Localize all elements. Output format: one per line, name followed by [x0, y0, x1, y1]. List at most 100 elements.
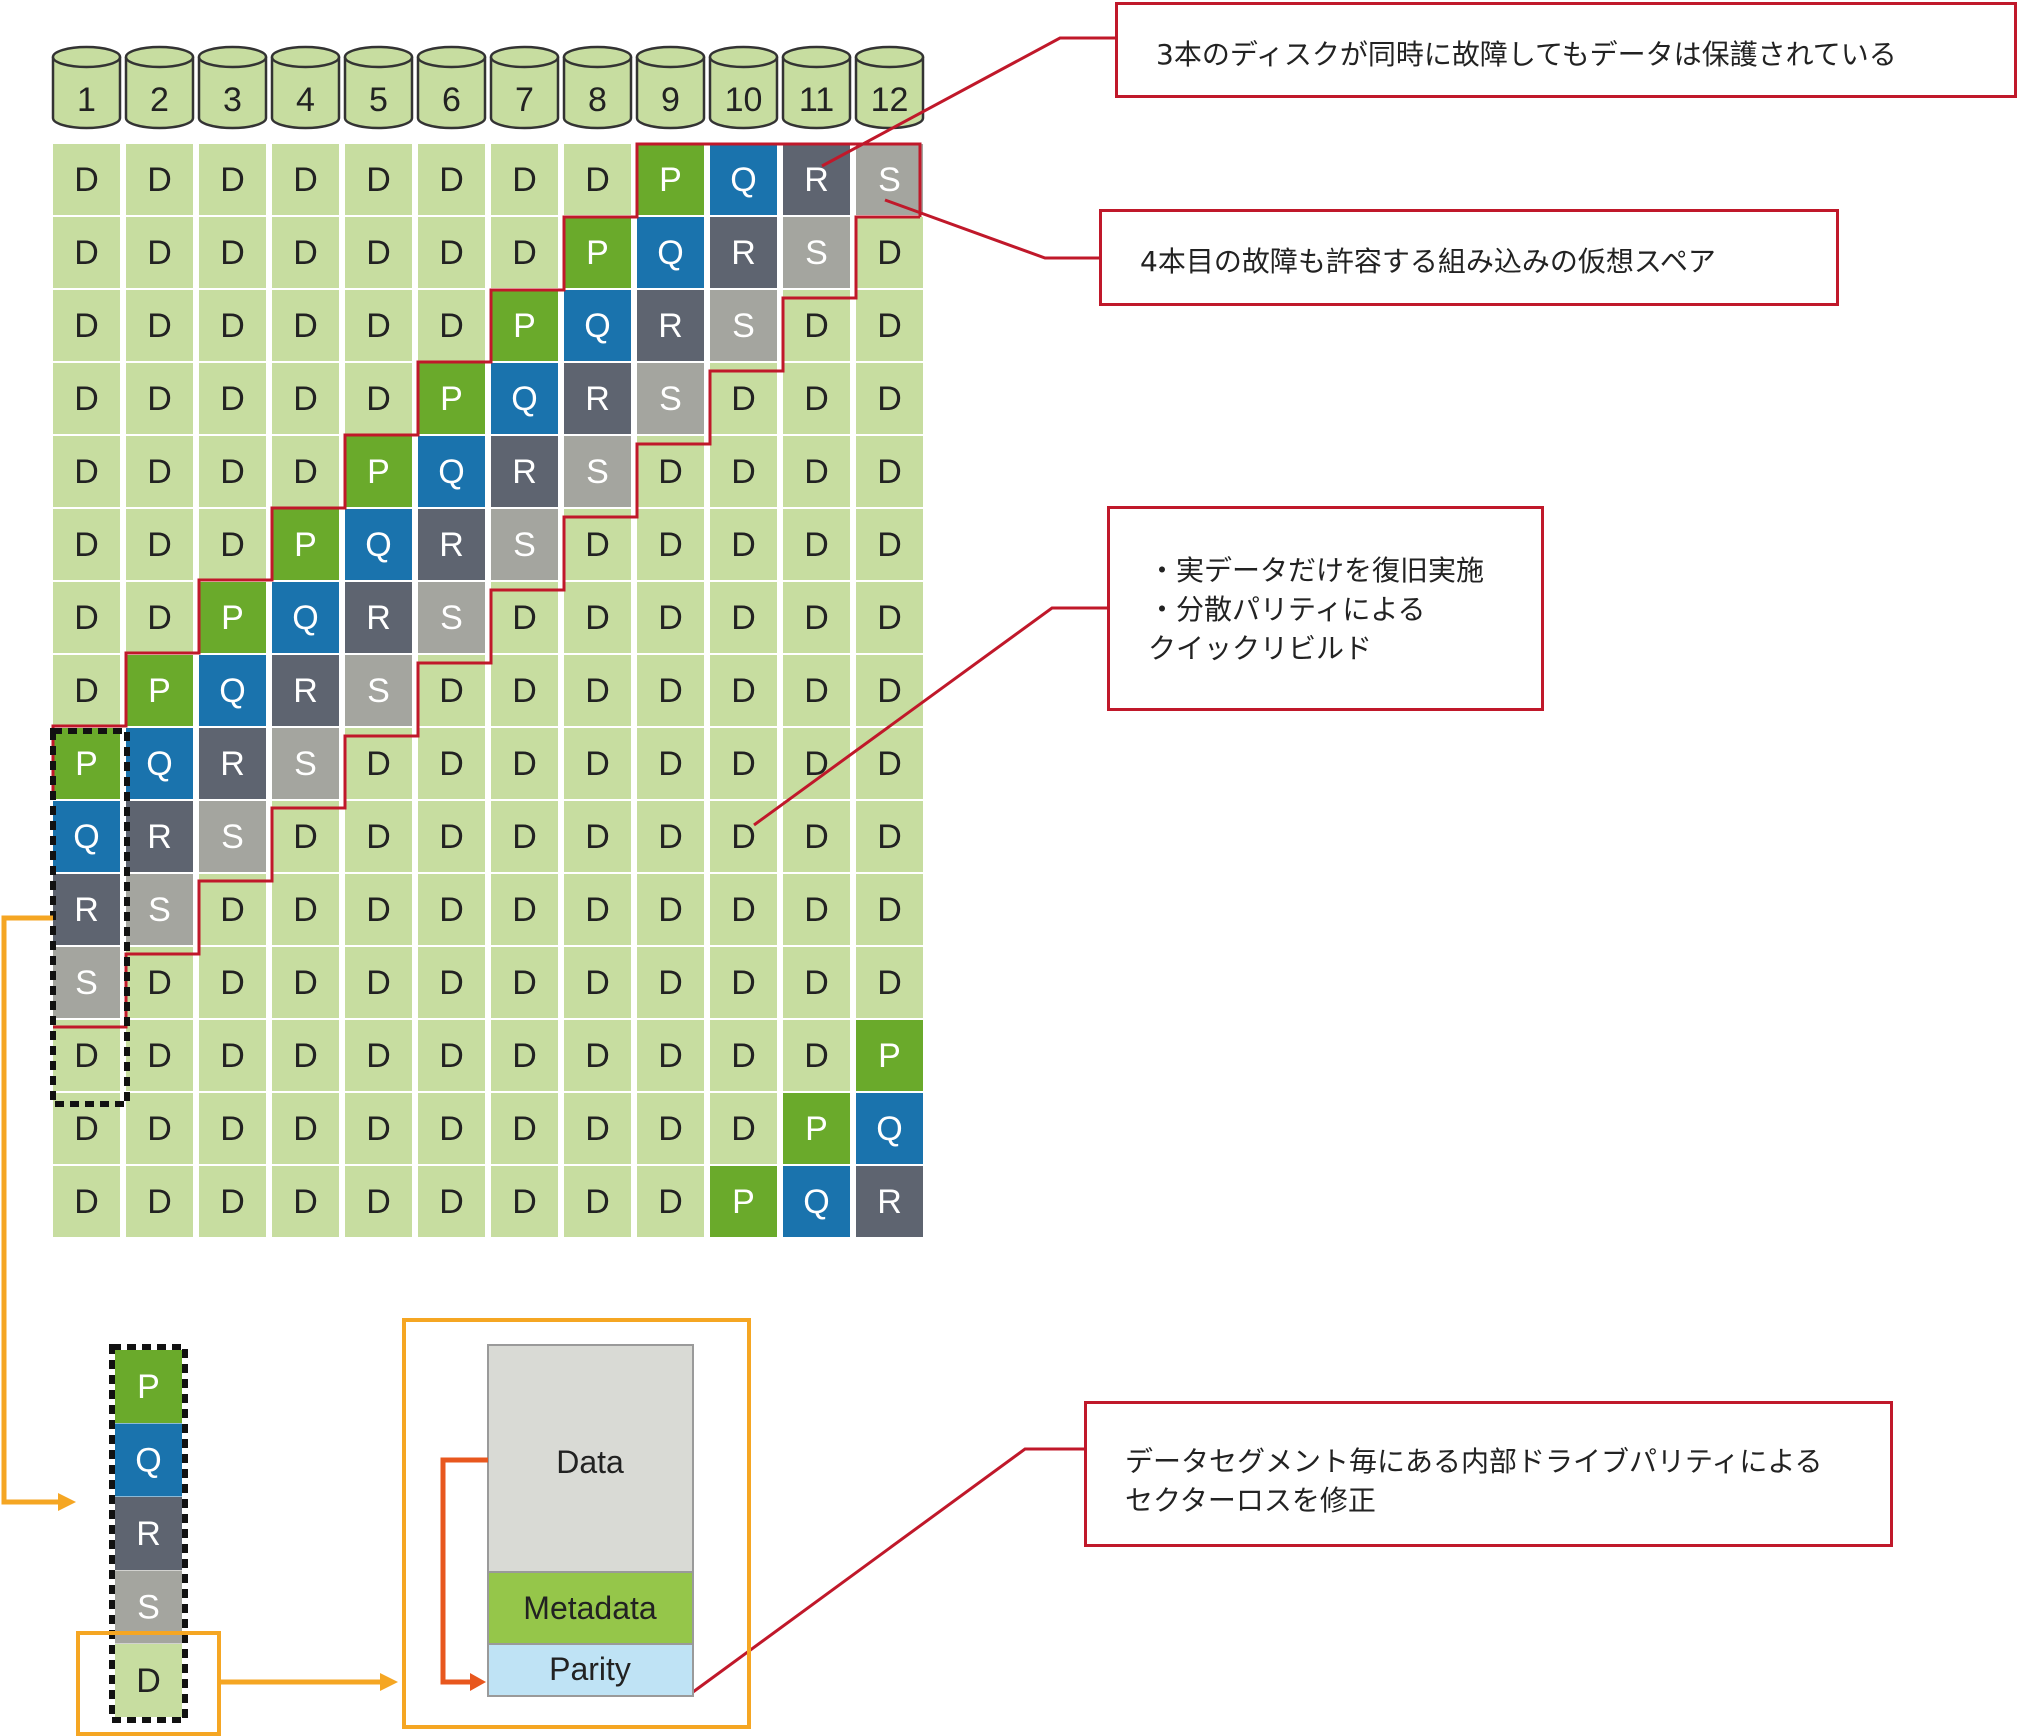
- disk-8: 8: [562, 45, 633, 130]
- block-label: S: [586, 453, 609, 491]
- block-d: [418, 290, 485, 361]
- block-label: D: [658, 891, 683, 929]
- block-d: [564, 728, 631, 799]
- stripe-block-d: [115, 1644, 182, 1717]
- block-label: D: [877, 380, 902, 418]
- block-d: [491, 582, 558, 653]
- block-label: D: [731, 818, 756, 856]
- block-label: D: [658, 1110, 683, 1148]
- block-label: Q: [730, 161, 756, 199]
- block-label: D: [512, 234, 537, 272]
- block-label: D: [658, 964, 683, 1002]
- block-d: [856, 947, 923, 1018]
- block-label: D: [585, 891, 610, 929]
- block-label: D: [804, 307, 829, 345]
- disk-label: 11: [799, 81, 834, 119]
- block-label: Q: [219, 672, 245, 710]
- block-label: D: [293, 1110, 318, 1148]
- block-label: D: [220, 234, 245, 272]
- block-label: P: [513, 307, 536, 345]
- leader-line-sector-loss: [692, 1447, 1084, 1694]
- block-d: [637, 801, 704, 872]
- leader-line-triple-failure: [821, 36, 1115, 168]
- block-d: [126, 1093, 193, 1164]
- block-label: D: [366, 1183, 391, 1221]
- block-d: [272, 801, 339, 872]
- block-d: [564, 655, 631, 726]
- block-label: Q: [511, 380, 537, 418]
- block-label: D: [877, 964, 902, 1002]
- block-label: D: [293, 818, 318, 856]
- block-label: D: [877, 599, 902, 637]
- block-label: D: [512, 161, 537, 199]
- block-d: [783, 363, 850, 434]
- block-d: [710, 363, 777, 434]
- block-label: R: [585, 380, 610, 418]
- block-label: P: [805, 1110, 828, 1148]
- block-label: D: [439, 234, 464, 272]
- callout-triple-failure: 3本のディスクが同時に故障してもデータは保護されている: [1115, 2, 2017, 98]
- disk-3: 3: [197, 45, 268, 130]
- block-d: [126, 436, 193, 507]
- block-d: [856, 363, 923, 434]
- block-d: [272, 144, 339, 215]
- block-d: [345, 290, 412, 361]
- disk-11: 11: [781, 45, 852, 130]
- disk-10: 10: [708, 45, 779, 130]
- block-d: [126, 1020, 193, 1091]
- stripe-block-label: D: [136, 1662, 161, 1700]
- block-d: [637, 655, 704, 726]
- block-label: D: [731, 1037, 756, 1075]
- disk-label: 5: [369, 81, 388, 119]
- block-p: [53, 728, 120, 799]
- block-label: D: [366, 234, 391, 272]
- callout-quick-rebuild: ・実データだけを復旧実施 ・分散パリティによる クイックリビルド: [1107, 506, 1544, 711]
- block-d: [418, 655, 485, 726]
- stripe-block-r: [115, 1497, 182, 1570]
- block-r: [53, 874, 120, 945]
- block-d: [491, 801, 558, 872]
- block-label: S: [440, 599, 463, 637]
- block-label: D: [877, 234, 902, 272]
- block-d: [637, 1020, 704, 1091]
- block-q: [53, 801, 120, 872]
- block-label: D: [439, 1037, 464, 1075]
- block-d: [783, 947, 850, 1018]
- disk-label: 1: [77, 81, 96, 119]
- block-d: [272, 363, 339, 434]
- internal-parity-arrow-line: [440, 1457, 488, 1685]
- block-d: [856, 874, 923, 945]
- orange-flow-line-stripe: [1, 915, 62, 1505]
- block-d: [199, 1166, 266, 1237]
- block-q: [199, 655, 266, 726]
- block-d: [272, 217, 339, 288]
- block-label: D: [439, 891, 464, 929]
- block-d: [637, 1093, 704, 1164]
- block-p: [418, 363, 485, 434]
- block-s: [710, 290, 777, 361]
- block-label: R: [731, 234, 756, 272]
- block-label: D: [147, 161, 172, 199]
- disk-label: 3: [223, 81, 242, 119]
- block-label: S: [367, 672, 390, 710]
- block-label: D: [658, 818, 683, 856]
- block-s: [126, 874, 193, 945]
- block-label: D: [74, 380, 99, 418]
- block-d: [418, 1093, 485, 1164]
- block-d: [272, 290, 339, 361]
- block-d: [345, 1093, 412, 1164]
- block-label: D: [585, 1183, 610, 1221]
- internal-parity-arrowhead: [470, 1673, 486, 1691]
- block-d: [783, 801, 850, 872]
- block-d: [637, 1166, 704, 1237]
- block-d: [637, 728, 704, 799]
- block-d: [856, 728, 923, 799]
- block-label: D: [293, 234, 318, 272]
- block-label: D: [147, 526, 172, 564]
- block-label: D: [731, 1110, 756, 1148]
- block-s: [564, 436, 631, 507]
- block-label: S: [75, 964, 98, 1002]
- block-label: D: [293, 380, 318, 418]
- block-label: R: [74, 891, 99, 929]
